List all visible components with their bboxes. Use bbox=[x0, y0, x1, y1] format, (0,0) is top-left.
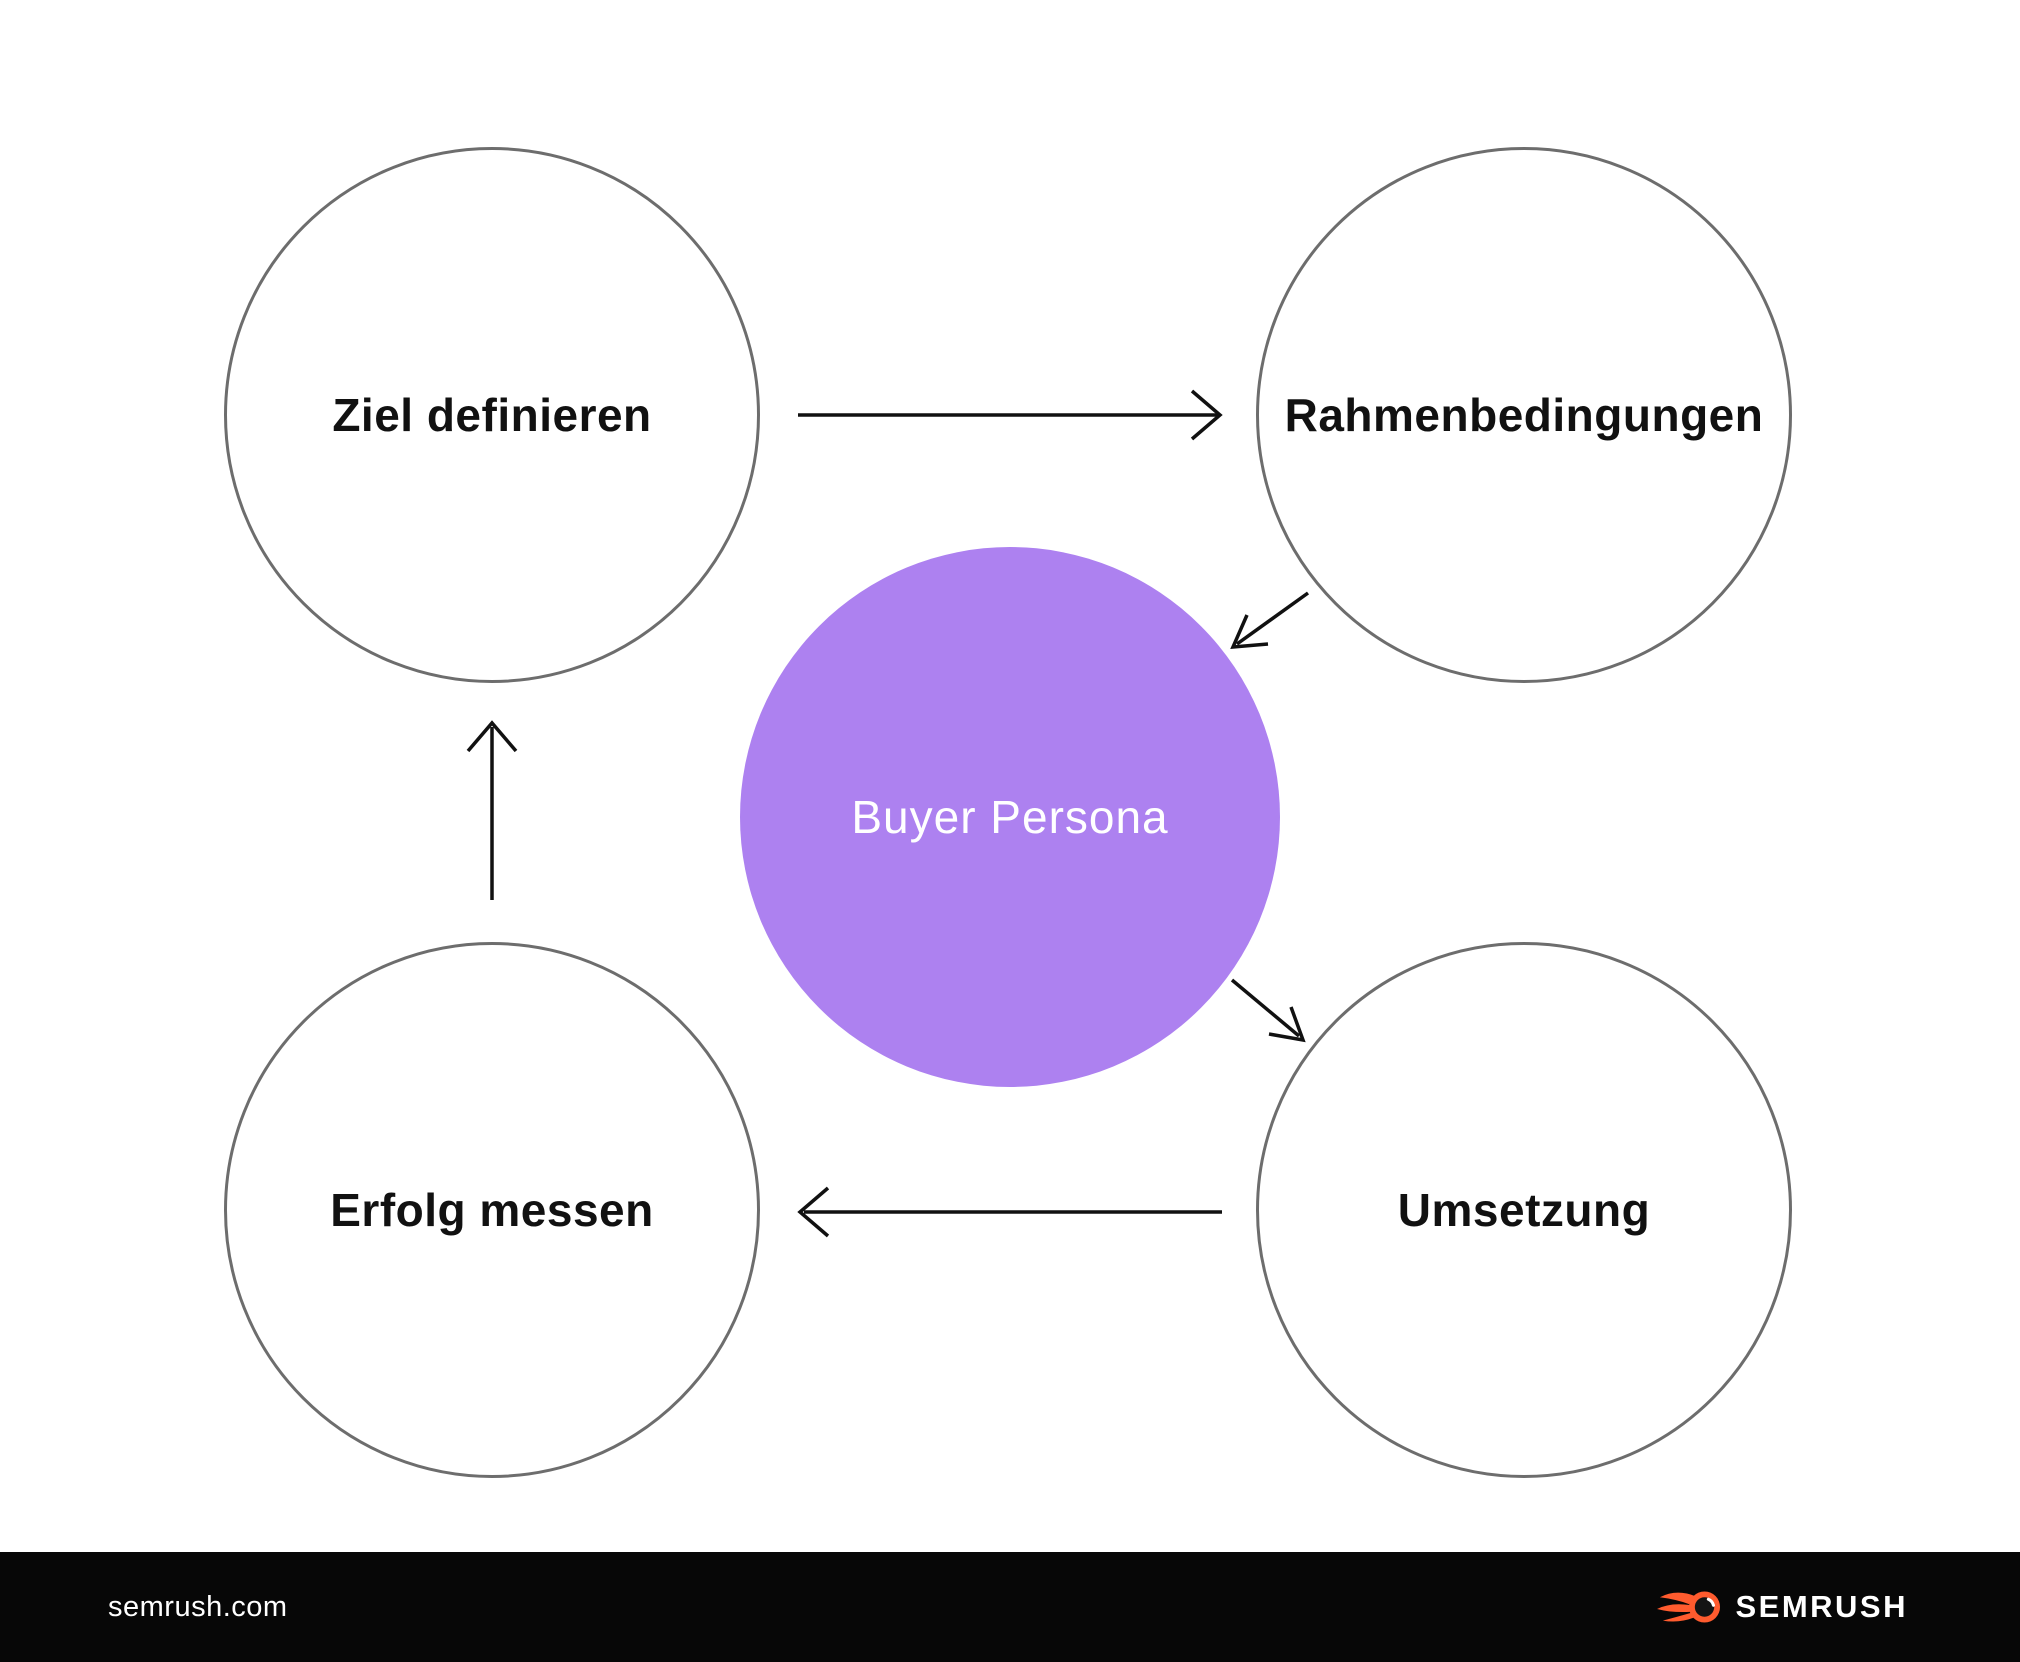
arrow-ziel-to-rahmenbedingungen bbox=[798, 389, 1223, 441]
node-label-buyer-persona: Buyer Persona bbox=[851, 790, 1169, 843]
node-buyer-persona: Buyer Persona bbox=[740, 547, 1280, 1087]
arrow-rahmenbedingungen-to-buyer-persona bbox=[1230, 591, 1310, 649]
footer-site-url: semrush.com bbox=[108, 1590, 288, 1623]
arrow-buyer-persona-to-umsetzung bbox=[1230, 978, 1306, 1043]
node-label-ziel-definieren: Ziel definieren bbox=[332, 388, 652, 441]
semrush-wordmark: SEMRUSH bbox=[1735, 1589, 1908, 1624]
node-label-erfolg-messen: Erfolg messen bbox=[330, 1183, 654, 1236]
node-label-umsetzung: Umsetzung bbox=[1397, 1183, 1651, 1236]
node-label-rahmenbedingungen: Rahmenbedingungen bbox=[1284, 388, 1764, 441]
semrush-logo: SEMRUSH bbox=[1657, 1589, 1908, 1625]
footer-bar: semrush.com SEMRUSH bbox=[0, 1552, 2020, 1662]
arrow-erfolg-to-ziel bbox=[466, 720, 518, 900]
node-erfolg-messen: Erfolg messen bbox=[224, 942, 760, 1478]
node-ziel-definieren: Ziel definieren bbox=[224, 147, 760, 683]
arrow-umsetzung-to-erfolg bbox=[797, 1186, 1222, 1238]
node-rahmenbedingungen: Rahmenbedingungen bbox=[1256, 147, 1792, 683]
node-umsetzung: Umsetzung bbox=[1256, 942, 1792, 1478]
semrush-flame-icon bbox=[1657, 1591, 1721, 1623]
